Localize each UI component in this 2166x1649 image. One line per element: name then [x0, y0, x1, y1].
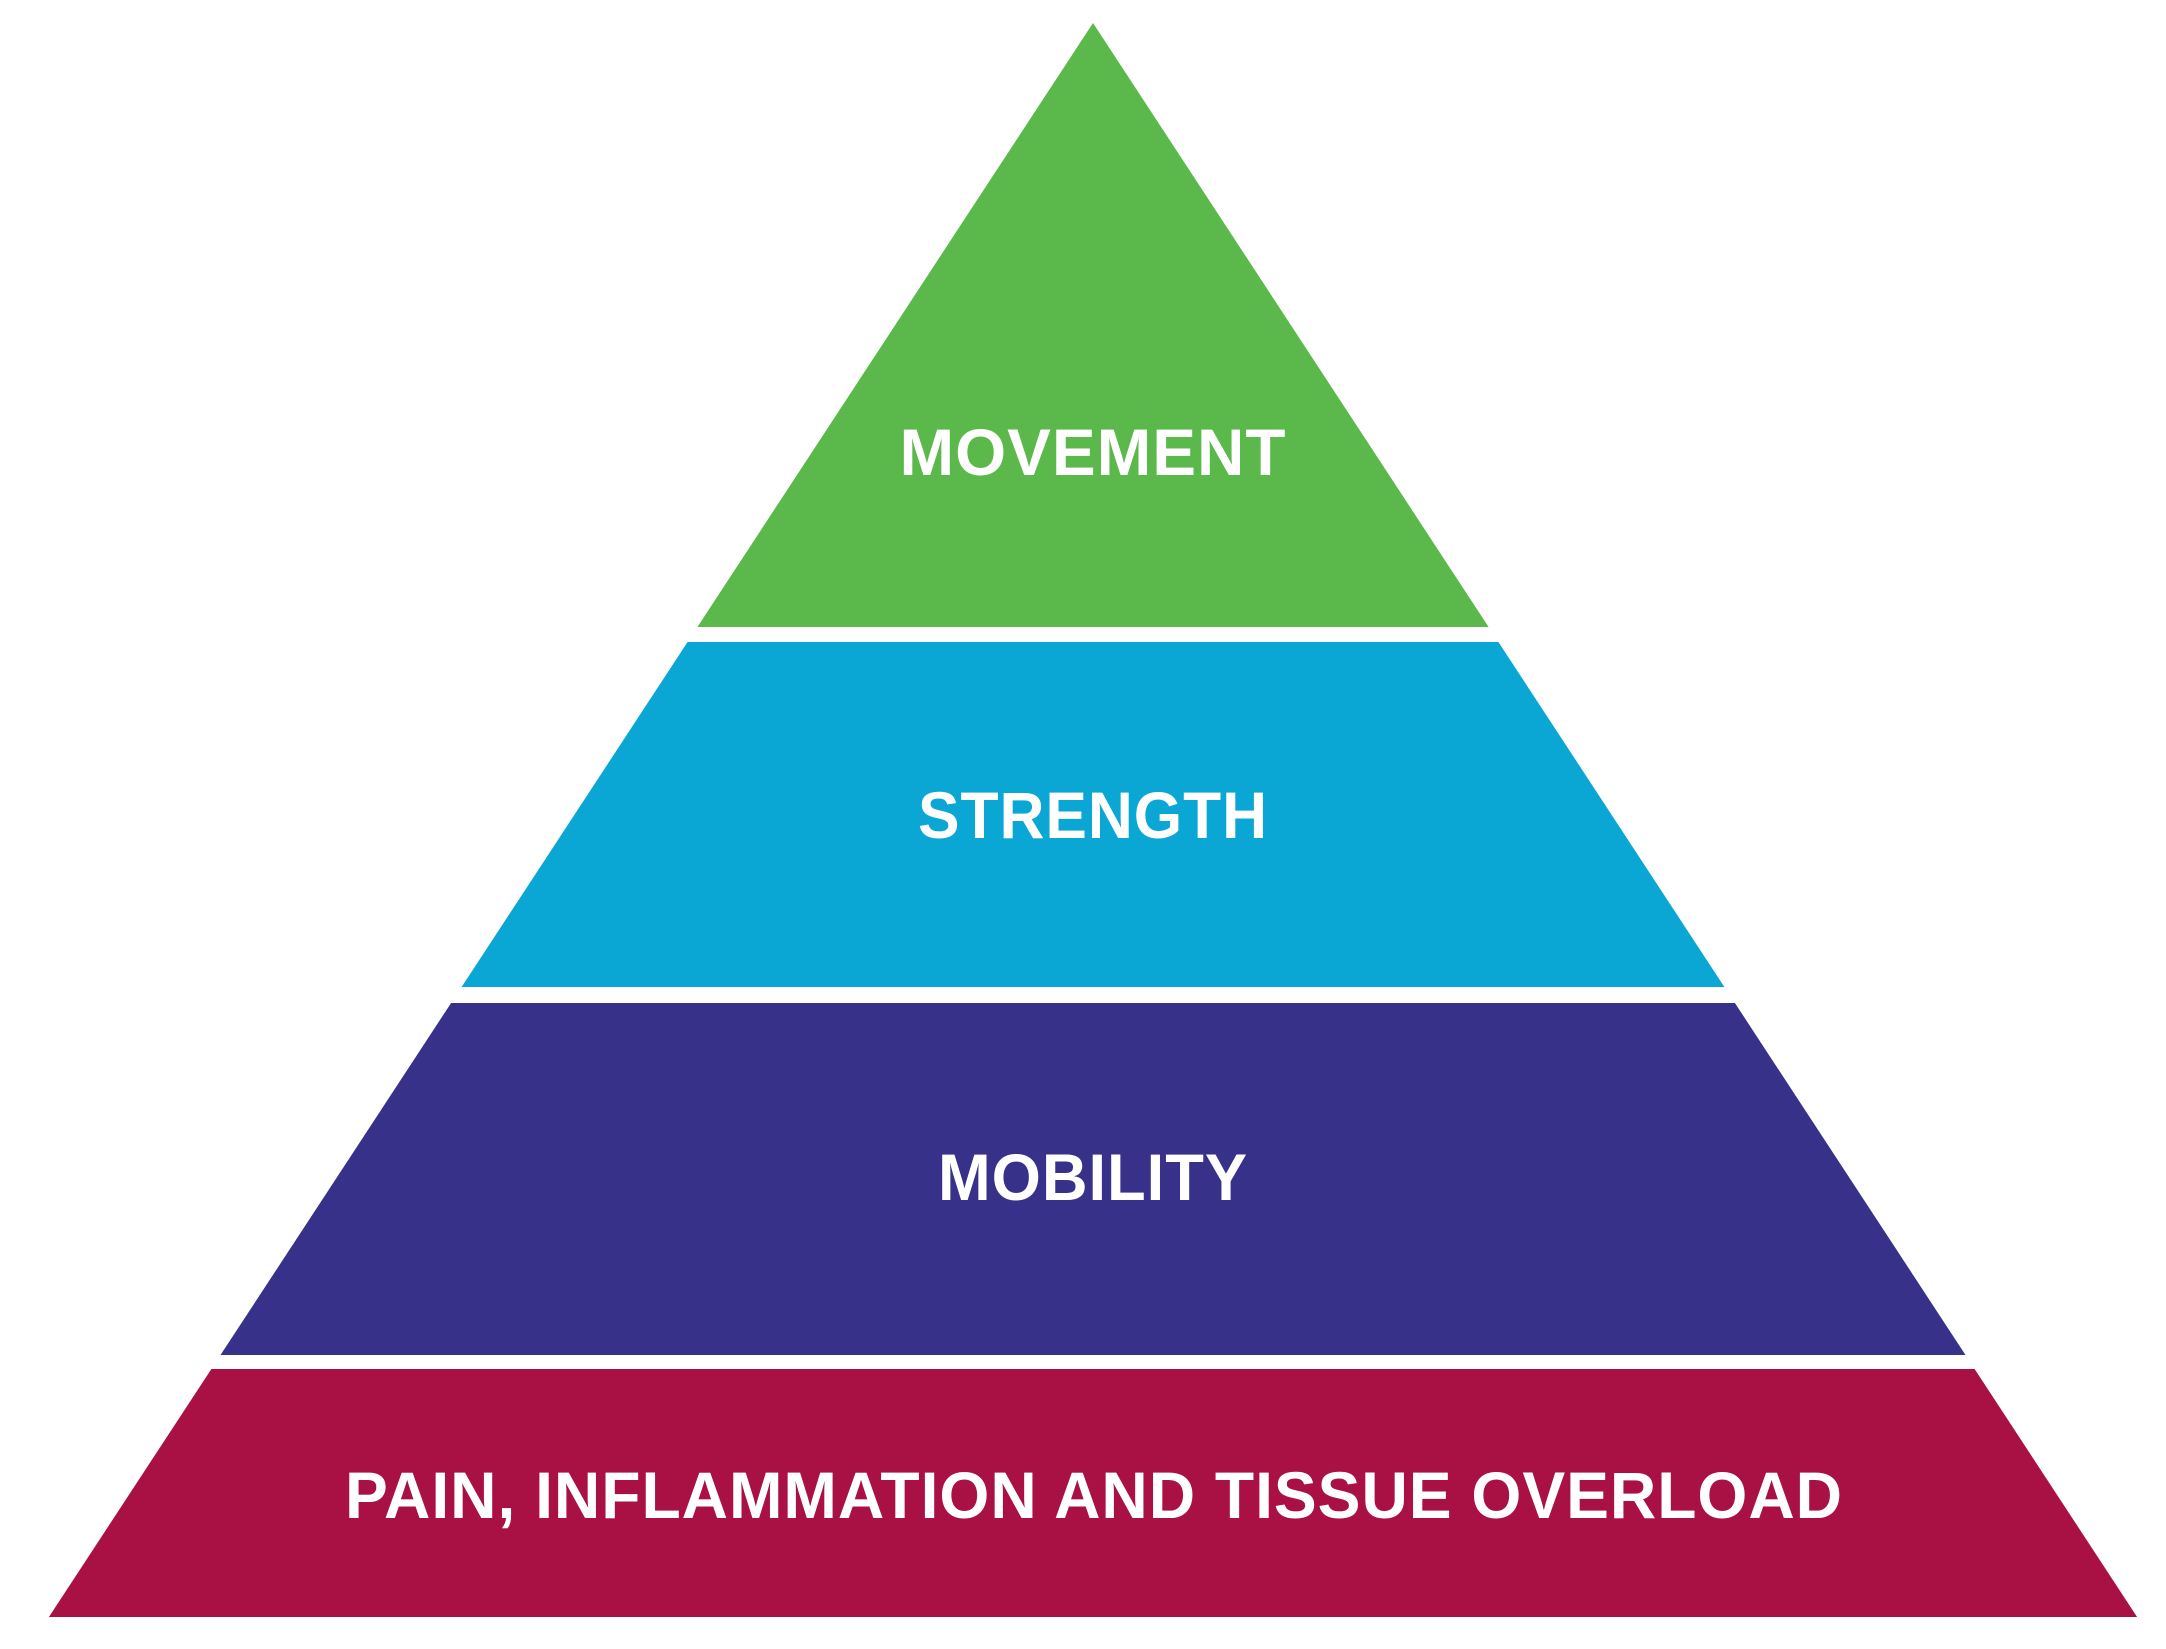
pyramid-level-pain-shape — [48, 1369, 2138, 1617]
pyramid-level-mobility-shape — [220, 1003, 1966, 1355]
pyramid-level-movement-shape — [697, 23, 1489, 627]
pyramid-level-strength-shape — [461, 642, 1725, 987]
pyramid-level-pain-label: PAIN, INFLAMMATION AND TISSUE OVERLOAD — [345, 1458, 1843, 1532]
pyramid-level-movement-label: MOVEMENT — [900, 415, 1287, 489]
pyramid-level-mobility-label: MOBILITY — [938, 1140, 1248, 1214]
pyramid-level-strength-label: STRENGTH — [918, 778, 1268, 852]
